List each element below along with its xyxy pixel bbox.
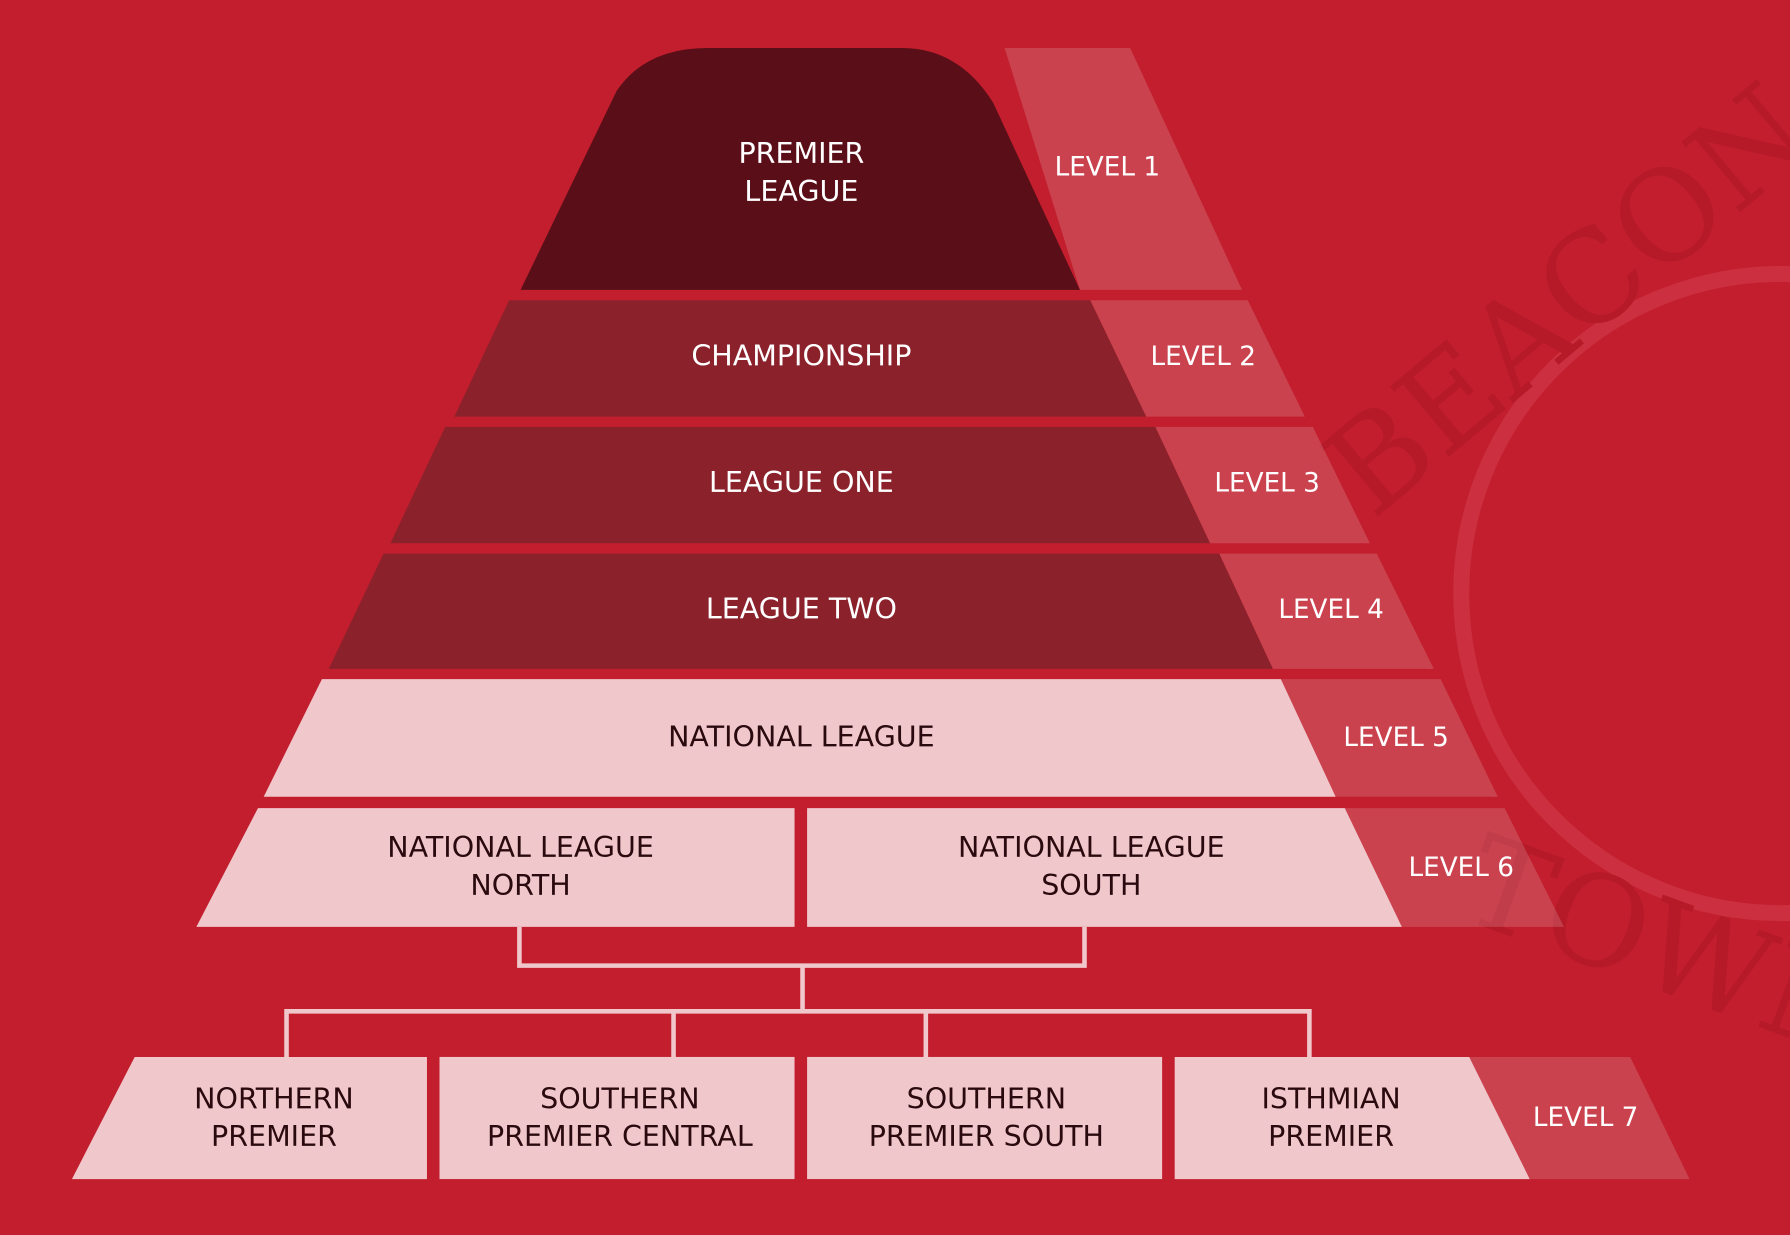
tier-label: PREMIER — [1268, 1120, 1394, 1153]
level-label: LEVEL 2 — [1151, 342, 1256, 372]
tier-label: SOUTHERN — [907, 1082, 1066, 1115]
level-label: LEVEL 4 — [1278, 595, 1383, 625]
tier-label: NATIONAL LEAGUE — [958, 831, 1225, 864]
tier-league-one: LEAGUE ONE LEVEL 3 — [390, 426, 1320, 544]
tier-premier-league: PREMIER LEAGUE LEVEL 1 — [520, 47, 1160, 290]
national-league-south — [807, 808, 1402, 927]
national-league-north — [196, 808, 795, 927]
southern-premier-south — [807, 1056, 1163, 1180]
tier-label: NATIONAL LEAGUE — [668, 720, 935, 753]
tier-label: LEAGUE — [744, 175, 858, 208]
tier-label: CHAMPIONSHIP — [691, 339, 911, 372]
isthmian-premier — [1174, 1056, 1530, 1180]
tier-label: PREMIER — [738, 137, 864, 170]
tier-label: NATIONAL LEAGUE — [387, 831, 654, 864]
connector-lines — [284, 926, 1312, 1057]
level-label: LEVEL 5 — [1343, 723, 1448, 753]
southern-premier-central — [439, 1056, 795, 1180]
tier-level-6: NATIONAL LEAGUE NORTH NATIONAL LEAGUE SO… — [196, 808, 1514, 927]
tier-label: PREMIER SOUTH — [869, 1120, 1104, 1153]
tier-label: NORTH — [470, 869, 570, 902]
level-label: LEVEL 6 — [1409, 853, 1514, 883]
tier-national-league: NATIONAL LEAGUE LEVEL 5 — [263, 679, 1449, 797]
tier-label: ISTHMIAN — [1261, 1082, 1400, 1115]
tier-league-two: LEAGUE TWO LEVEL 4 — [328, 553, 1384, 669]
tier-label: PREMIER — [211, 1120, 337, 1153]
tier-label: PREMIER CENTRAL — [487, 1120, 753, 1153]
tier-championship: CHAMPIONSHIP LEVEL 2 — [454, 300, 1256, 417]
tier-label: LEAGUE TWO — [706, 593, 897, 626]
tier-level-7: NORTHERN PREMIER SOUTHERN PREMIER CENTRA… — [71, 1056, 1638, 1180]
level-label: LEVEL 3 — [1214, 468, 1319, 498]
tier-label: SOUTHERN — [540, 1082, 699, 1115]
level-bands — [1004, 47, 1690, 1180]
northern-premier — [71, 1056, 427, 1180]
tier-label: NORTHERN — [194, 1082, 354, 1115]
level-label: LEVEL 7 — [1533, 1103, 1638, 1133]
tier-label: SOUTH — [1041, 869, 1141, 902]
level-label: LEVEL 1 — [1055, 152, 1160, 182]
tier-label: LEAGUE ONE — [709, 466, 894, 499]
